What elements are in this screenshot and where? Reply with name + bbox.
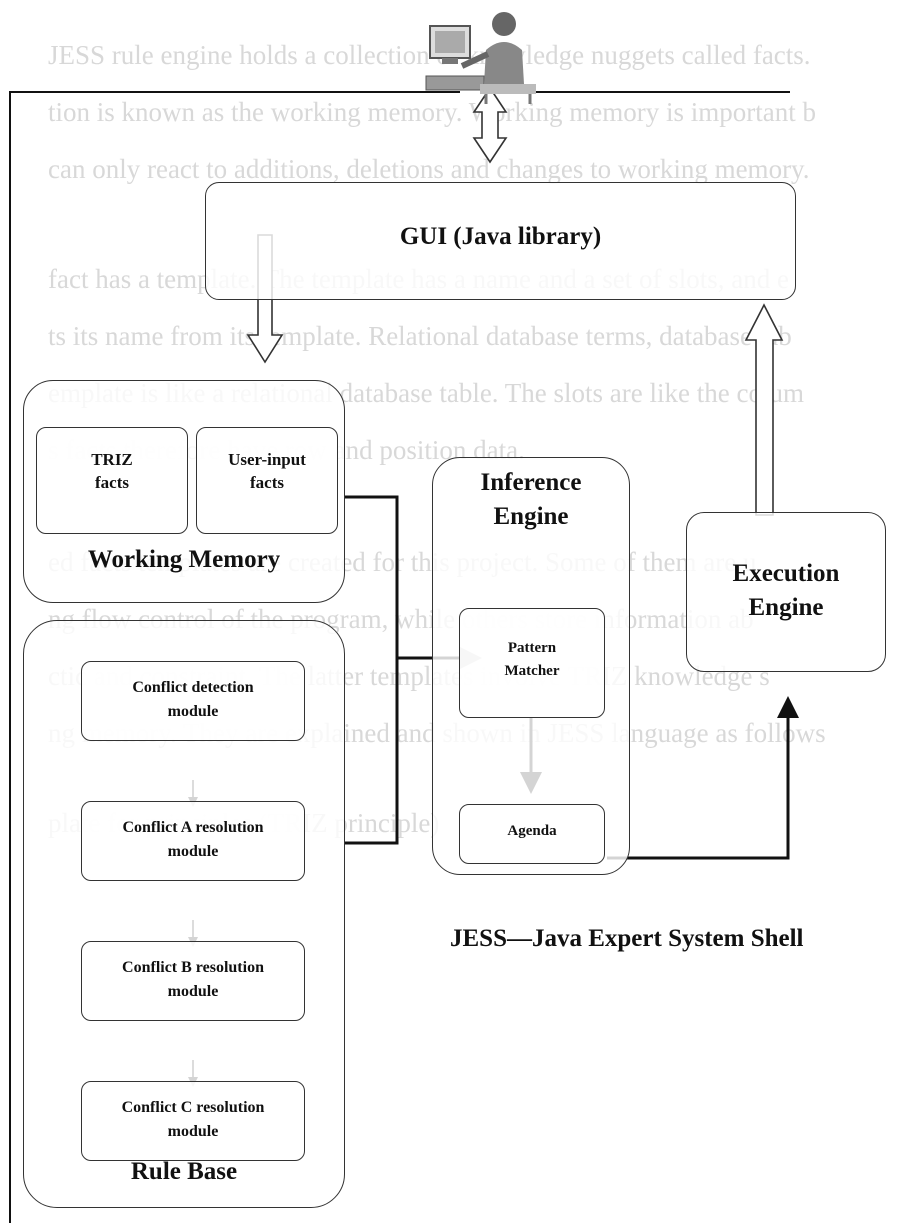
module-conflict-b: Conflict B resolution module [81,941,305,1021]
gui-label: GUI (Java library) [399,223,602,250]
user-input-facts-label: User-input facts [228,450,306,492]
gui-box: GUI (Java library) [205,182,796,300]
rule-base-title: Rule Base [130,1158,238,1185]
bg-line: can only react to additions, deletions a… [48,154,810,184]
bg-line: ts its name from its template. Relationa… [48,321,792,351]
module-conflict-a: Conflict A resolution module [81,801,305,881]
inference-engine-box: Inference Engine Pattern Matcher Agenda [432,457,630,875]
agenda-label: Agenda [507,823,557,839]
user-at-computer-icon [422,4,546,104]
triz-facts-label: TRIZ facts [91,450,133,492]
arrow-exec-to-gui [744,303,784,516]
agenda-box: Agenda [459,804,605,864]
frame-line [9,91,460,1223]
triz-facts-box: TRIZ facts [36,427,188,534]
pattern-matcher-label: Pattern Matcher [504,640,560,679]
bg-line: tion is known as the working memory. Wor… [48,97,816,127]
module-label: Conflict C resolution module [121,1099,265,1140]
inference-engine-title: Inference Engine [480,469,582,530]
execution-engine-box: Execution Engine [686,512,886,672]
working-memory-box: TRIZ facts User-input facts Working Memo… [23,380,345,603]
line-agenda-to-exec [607,696,799,860]
module-conflict-c: Conflict C resolution module [81,1081,305,1161]
module-label: Conflict A resolution module [122,819,264,860]
shell-caption: JESS—Java Expert System Shell [450,925,804,952]
rule-base-box: Conflict detection module Conflict A res… [23,620,345,1208]
pattern-matcher-box: Pattern Matcher [459,608,605,718]
working-memory-title: Working Memory [87,546,281,573]
module-label: Conflict B resolution module [122,959,264,1000]
module-conflict-detection: Conflict detection module [81,661,305,741]
user-input-facts-box: User-input facts [196,427,338,534]
bracket-to-inference [345,495,399,845]
execution-engine-title: Execution Engine [732,560,840,621]
module-label: Conflict detection module [132,679,254,720]
